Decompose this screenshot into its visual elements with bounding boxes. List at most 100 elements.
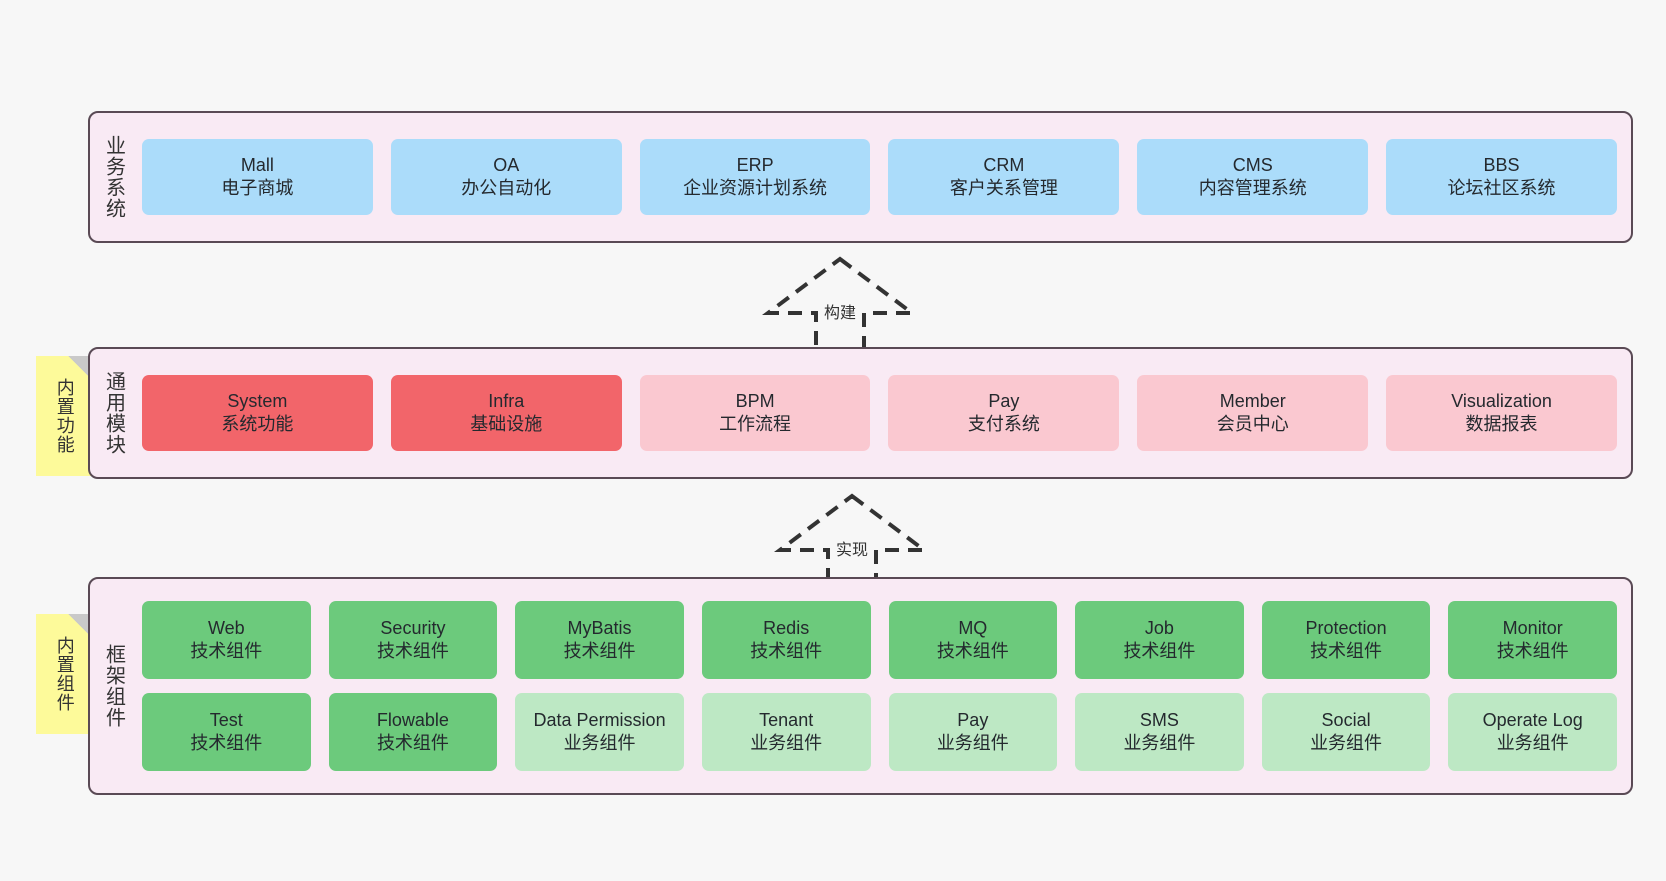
card-tenant[interactable]: Tenant 业务组件 [701, 693, 871, 771]
card-title: System [227, 390, 288, 411]
card-operate-log[interactable]: Operate Log 业务组件 [1448, 693, 1617, 771]
card-title: Monitor [1502, 617, 1563, 638]
card-visualization[interactable]: Visualization 数据报表 [1386, 375, 1617, 451]
card-row: Web 技术组件 Security 技术组件 MyBatis 技术组件 Redi… [142, 601, 1617, 679]
card-pay[interactable]: Pay 支付系统 [888, 375, 1120, 451]
card-subtitle: 会员中心 [1216, 414, 1289, 434]
card-title: Mall [240, 154, 274, 175]
card-system[interactable]: System 系统功能 [142, 375, 373, 451]
dashed-up-arrow-icon [762, 256, 918, 353]
card-subtitle: 数据报表 [1465, 414, 1538, 434]
card-title: CMS [1232, 154, 1273, 175]
sticky-note-label: 内置功能 [54, 378, 75, 454]
card-subtitle: 业务组件 [1496, 733, 1569, 753]
card-mybatis[interactable]: MyBatis 技术组件 [515, 601, 684, 679]
card-subtitle: 电子商城 [221, 178, 294, 198]
card-subtitle: 业务组件 [750, 733, 823, 753]
layer-body-common-modules: System 系统功能 Infra 基础设施 BPM 工作流程 Pay 支付系统… [136, 349, 1631, 477]
card-redis[interactable]: Redis 技术组件 [701, 601, 871, 679]
card-title: Tenant [759, 709, 814, 730]
card-erp[interactable]: ERP 企业资源计划系统 [639, 139, 871, 215]
card-title: Redis [763, 617, 810, 638]
card-row: Test 技术组件 Flowable 技术组件 Data Permission … [142, 693, 1617, 771]
card-data-permission[interactable]: Data Permission 业务组件 [515, 693, 684, 771]
card-title: Infra [488, 390, 525, 411]
card-subtitle: 技术组件 [190, 733, 263, 753]
sticky-note-builtin-components: 内置组件 [36, 614, 92, 734]
card-title: BBS [1483, 154, 1520, 175]
card-subtitle: 内容管理系统 [1198, 178, 1307, 198]
card-subtitle: 业务组件 [1123, 733, 1196, 753]
card-subtitle: 基础设施 [470, 414, 543, 434]
layer-common-modules: 通用模块 System 系统功能 Infra 基础设施 BPM 工作流程 Pay… [88, 347, 1633, 479]
card-web[interactable]: Web 技术组件 [142, 601, 311, 679]
card-title: Pay [957, 709, 989, 730]
card-pay-component[interactable]: Pay 业务组件 [888, 693, 1058, 771]
card-row: Mall 电子商城 OA 办公自动化 ERP 企业资源计划系统 CRM 客户关系… [142, 139, 1617, 215]
card-monitor[interactable]: Monitor 技术组件 [1448, 601, 1617, 679]
card-test[interactable]: Test 技术组件 [142, 693, 311, 771]
card-security[interactable]: Security 技术组件 [328, 601, 498, 679]
layer-title-business-system: 业务系统 [102, 135, 125, 219]
sticky-note-builtin-features: 内置功能 [36, 356, 92, 476]
card-subtitle: 技术组件 [1123, 641, 1196, 661]
connector-implement-arrow: 实现 [772, 490, 932, 590]
card-title: Operate Log [1482, 709, 1583, 730]
card-subtitle: 技术组件 [936, 641, 1009, 661]
card-protection[interactable]: Protection 技术组件 [1261, 601, 1431, 679]
card-title: SMS [1139, 709, 1179, 730]
card-subtitle: 客户关系管理 [949, 178, 1058, 198]
card-subtitle: 技术组件 [1310, 641, 1383, 661]
card-infra[interactable]: Infra 基础设施 [390, 375, 622, 451]
card-subtitle: 业务组件 [936, 733, 1009, 753]
card-subtitle: 企业资源计划系统 [683, 178, 828, 198]
card-member[interactable]: Member 会员中心 [1137, 375, 1369, 451]
card-crm[interactable]: CRM 客户关系管理 [888, 139, 1120, 215]
card-title: Web [207, 617, 245, 638]
layer-title-framework-components: 框架组件 [102, 644, 125, 728]
card-bpm[interactable]: BPM 工作流程 [639, 375, 871, 451]
sticky-note-label: 内置组件 [54, 636, 75, 712]
card-title: Social [1321, 709, 1371, 730]
card-subtitle: 论坛社区系统 [1447, 178, 1556, 198]
card-job[interactable]: Job 技术组件 [1075, 601, 1244, 679]
card-bbs[interactable]: BBS 论坛社区系统 [1386, 139, 1617, 215]
card-title: MQ [958, 617, 988, 638]
card-subtitle: 技术组件 [1496, 641, 1569, 661]
card-row: System 系统功能 Infra 基础设施 BPM 工作流程 Pay 支付系统… [142, 375, 1617, 451]
card-oa[interactable]: OA 办公自动化 [390, 139, 622, 215]
card-sms[interactable]: SMS 业务组件 [1075, 693, 1244, 771]
card-subtitle: 技术组件 [190, 641, 263, 661]
card-mq[interactable]: MQ 技术组件 [888, 601, 1058, 679]
card-title: ERP [736, 154, 774, 175]
card-subtitle: 支付系统 [967, 414, 1040, 434]
card-title: Protection [1305, 617, 1387, 638]
connector-build-arrow: 构建 [760, 253, 920, 353]
card-subtitle: 工作流程 [719, 414, 792, 434]
layer-title-common-modules: 通用模块 [102, 371, 125, 455]
card-title: CRM [983, 154, 1025, 175]
card-subtitle: 技术组件 [563, 641, 636, 661]
card-title: Visualization [1451, 390, 1552, 411]
card-title: Job [1144, 617, 1174, 638]
card-cms[interactable]: CMS 内容管理系统 [1137, 139, 1369, 215]
layer-body-framework-components: Web 技术组件 Security 技术组件 MyBatis 技术组件 Redi… [136, 579, 1631, 793]
card-flowable[interactable]: Flowable 技术组件 [328, 693, 498, 771]
card-subtitle: 技术组件 [376, 641, 449, 661]
layer-business-system: 业务系统 Mall 电子商城 OA 办公自动化 ERP 企业资源计划系统 CRM… [88, 111, 1633, 243]
card-title: Data Permission [533, 709, 666, 730]
connector-label: 构建 [823, 305, 856, 322]
connector-label: 实现 [835, 542, 868, 559]
card-social[interactable]: Social 业务组件 [1261, 693, 1431, 771]
card-title: Member [1219, 390, 1286, 411]
card-title: OA [493, 154, 520, 175]
card-subtitle: 办公自动化 [461, 178, 552, 198]
card-title: Security [380, 617, 446, 638]
card-title: Pay [988, 390, 1020, 411]
card-mall[interactable]: Mall 电子商城 [142, 139, 373, 215]
card-subtitle: 技术组件 [376, 733, 449, 753]
dashed-up-arrow-icon [774, 493, 930, 590]
card-subtitle: 业务组件 [563, 733, 636, 753]
card-title: BPM [735, 390, 775, 411]
